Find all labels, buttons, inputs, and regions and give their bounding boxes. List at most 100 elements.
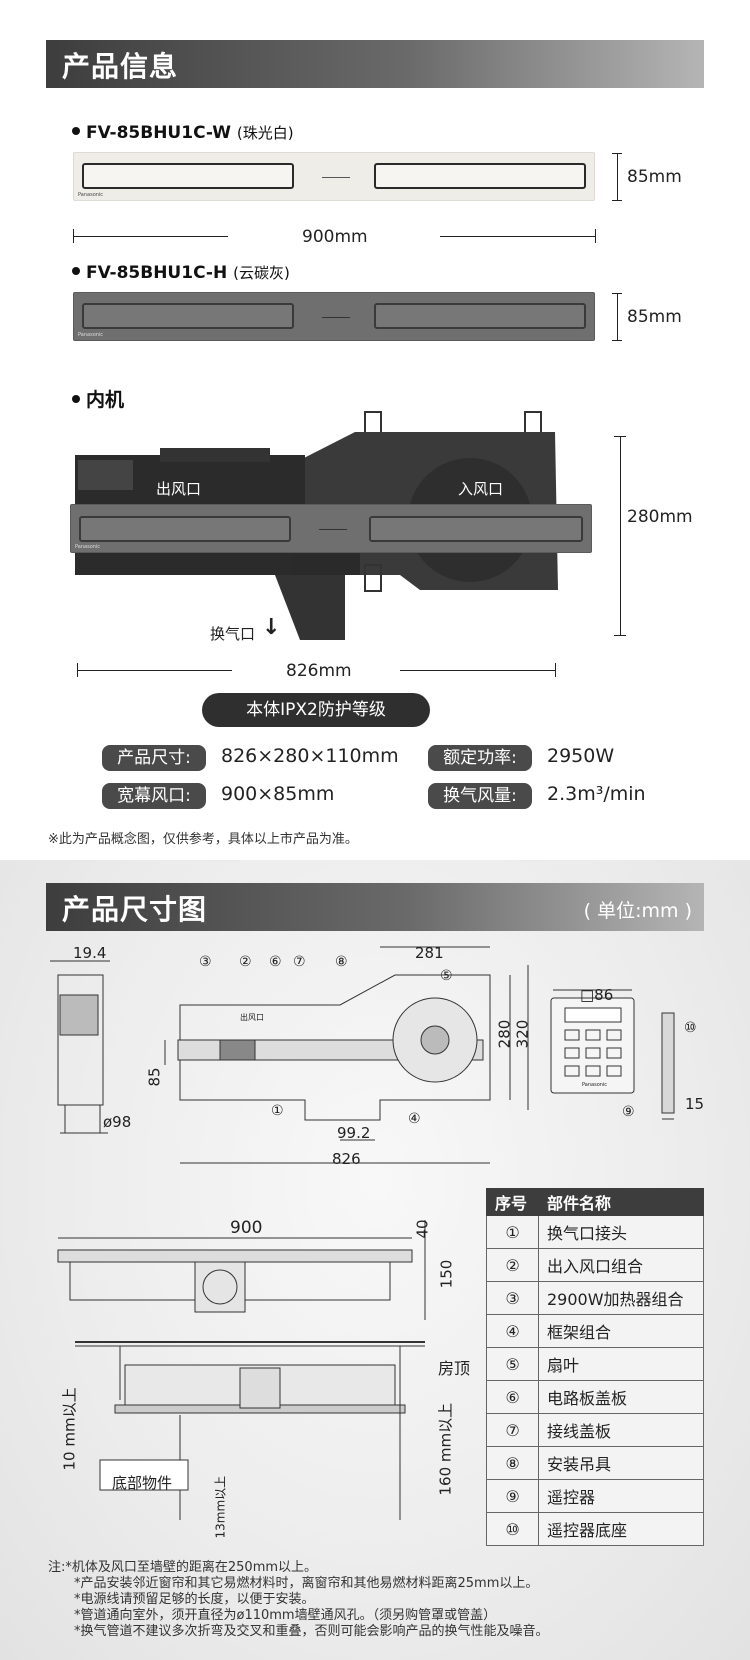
panel-center-mark	[322, 317, 350, 318]
part-name: 接线盖板	[538, 1413, 704, 1447]
part-number: ④	[486, 1314, 539, 1348]
spec-key: 换气风量:	[428, 783, 532, 809]
callout-2: ②	[239, 954, 252, 970]
brand-logo: Panasonic	[78, 192, 104, 198]
part-name: 框架组合	[538, 1314, 704, 1348]
product-info-banner: 产品信息	[46, 40, 704, 88]
dim-side-top: 19.4	[73, 944, 107, 962]
model-code: FV-85BHU1C-W	[86, 123, 231, 143]
dim-tick	[555, 663, 556, 677]
dim-front-281: 281	[415, 944, 444, 962]
part-number: ⑦	[486, 1413, 539, 1447]
panel-gray: Panasonic	[73, 292, 595, 341]
dim-line	[620, 436, 621, 636]
note-line: *管道通向室外，须开直径为ø110mm墙壁通风孔。（须另购管罩或管盖）	[74, 1608, 497, 1623]
dim-bottom-150: 150	[437, 1259, 456, 1289]
part-number: ③	[486, 1281, 539, 1315]
callout-6: ⑥	[269, 954, 282, 970]
dim-tick	[612, 153, 622, 154]
panel-white: Panasonic	[73, 152, 595, 201]
dim-front-992: 99.2	[337, 1124, 371, 1142]
dim-tick	[612, 200, 622, 201]
panel-slot	[374, 163, 586, 189]
section-title: 产品尺寸图	[62, 893, 208, 926]
model-w-label: FV-85BHU1C-W (珠光白)	[72, 122, 294, 143]
model-width: 900mm	[302, 227, 368, 247]
model-h-label: FV-85BHU1C-H (云碳灰)	[72, 262, 290, 283]
part-name: 安装吊具	[538, 1446, 704, 1480]
dim-tick	[595, 229, 596, 243]
outlet-label: 出风口	[156, 480, 202, 498]
part-name: 遥控器底座	[538, 1512, 704, 1546]
spec-value: 2.3m³/min	[547, 783, 646, 805]
indoor-height: 280mm	[627, 507, 693, 527]
bottom-object-label: 底部物件	[112, 1474, 173, 1492]
dim-line	[617, 153, 618, 201]
dim-front-826: 826	[332, 1150, 361, 1168]
note-line: *产品安装邻近窗帘和其它易燃材料时，离窗帘和其他易燃材料距离25mm以上。	[74, 1576, 539, 1591]
part-name: 遥控器	[538, 1479, 704, 1513]
model-w-height: 85mm	[627, 167, 682, 187]
part-number: ⑥	[486, 1380, 539, 1414]
model-color: (云碳灰)	[233, 264, 290, 282]
callout-9: ⑨	[622, 1104, 635, 1120]
bullet-icon	[72, 127, 80, 135]
callout-4: ④	[408, 1111, 421, 1127]
clearance-10: 10 mm以上	[60, 1387, 79, 1471]
panel-center-mark	[322, 177, 350, 178]
dim-line	[617, 293, 618, 341]
part-number: ⑤	[486, 1347, 539, 1381]
callout-8: ⑧	[335, 954, 348, 970]
clearance-160: 160 mm以上	[436, 1402, 455, 1496]
part-name: 扇叶	[538, 1347, 704, 1381]
section-title: 产品信息	[62, 50, 179, 83]
brand-logo: Panasonic	[75, 544, 101, 550]
clearance-13: 13mm以上	[213, 1475, 228, 1539]
callout-1: ①	[271, 1103, 284, 1119]
note-line: *电源线请预留足够的长度，以便于安装。	[74, 1592, 315, 1607]
dimension-drawing-top	[50, 946, 675, 1164]
spec-value: 900×85mm	[221, 783, 335, 805]
spec-value: 826×280×110mm	[221, 745, 399, 767]
panel-slot	[82, 163, 294, 189]
note-line: *换气管道不建议多次折弯及交叉和重叠，否则可能会影响产品的换气性能及噪音。	[74, 1624, 549, 1639]
dim-remote-15: 15	[685, 1095, 705, 1113]
indoor-width: 826mm	[286, 661, 352, 681]
part-number: ⑩	[486, 1512, 539, 1546]
model-color: (珠光白)	[236, 124, 294, 142]
dim-tick	[612, 340, 622, 341]
note-line: 注:*机体及风口至墙壁的距离在250mm以上。	[48, 1560, 318, 1575]
part-number: ②	[486, 1248, 539, 1282]
callout-3: ③	[199, 954, 212, 970]
exchange-label: 换气口	[210, 625, 256, 643]
unit-label: ( 单位:mm )	[583, 900, 692, 922]
dim-line	[73, 236, 228, 237]
part-number: ⑨	[486, 1479, 539, 1513]
panel-center-mark	[319, 529, 347, 530]
panel-slot	[82, 303, 294, 329]
dimension-banner: 产品尺寸图 ( 单位:mm )	[46, 883, 704, 931]
dim-remote-86: □86	[580, 986, 614, 1004]
callout-7: ⑦	[293, 954, 306, 970]
panel-slot	[374, 303, 586, 329]
dim-tick	[614, 635, 626, 636]
disclaimer: ※此为产品概念图，仅供参考，具体以上市产品为准。	[48, 832, 358, 847]
spec-value: 2950W	[547, 745, 615, 767]
brand-logo: Panasonic	[78, 332, 104, 338]
remote-brand: Panasonic	[582, 1082, 608, 1088]
part-number: ①	[486, 1215, 539, 1249]
dim-bottom-40: 40	[413, 1219, 432, 1239]
spec-key: 额定功率:	[428, 745, 532, 771]
panel-slot	[369, 516, 583, 542]
part-name: 换气口接头	[538, 1215, 704, 1249]
spec-key: 产品尺寸:	[102, 745, 206, 771]
